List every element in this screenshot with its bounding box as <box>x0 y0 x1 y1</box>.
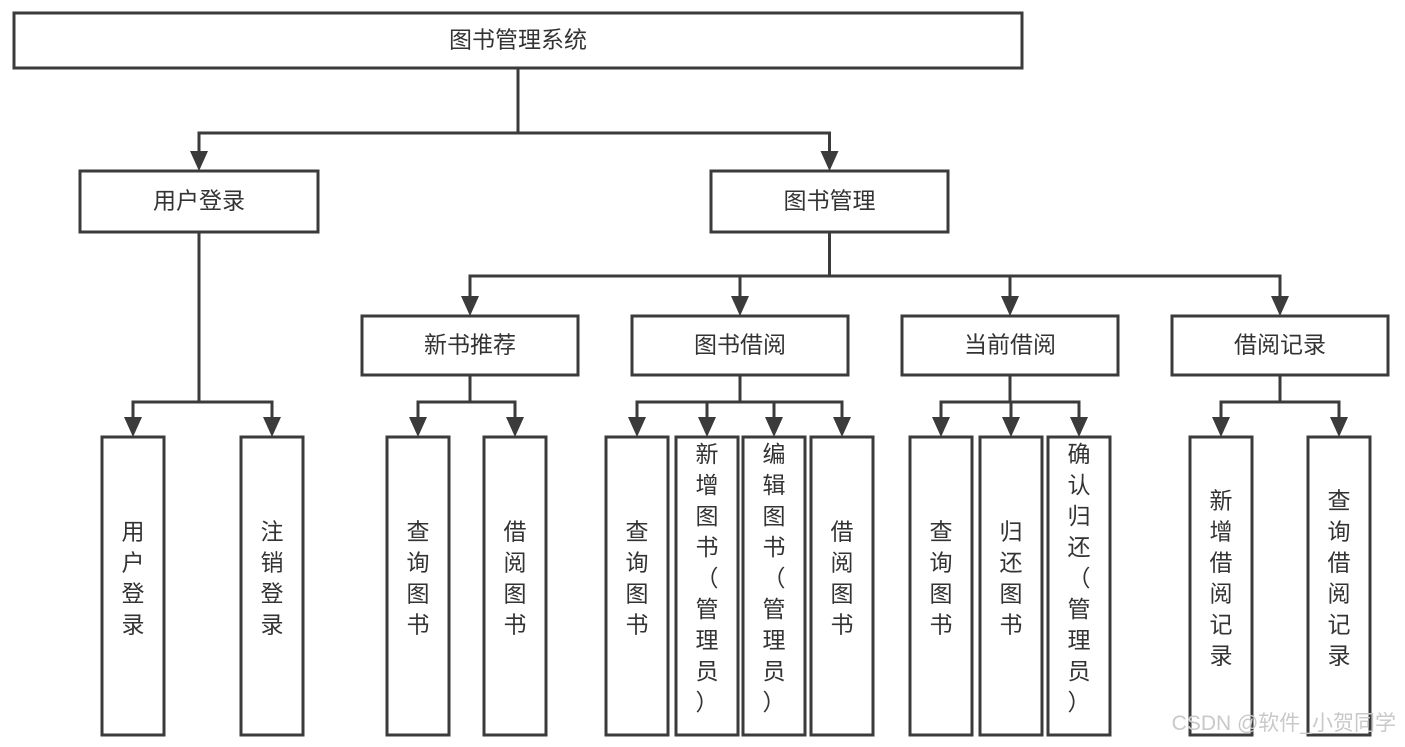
nodes-layer: 图书管理系统用户登录图书管理新书推荐图书借阅当前借阅借阅记录用户登录注销登录查询… <box>12 11 1390 737</box>
arrow-head-icon <box>1002 417 1020 437</box>
node-leaf-user-login[interactable]: 用户登录 <box>100 435 166 737</box>
node-leaf-query-book-1-box[interactable] <box>385 435 451 737</box>
node-leaf-borrow-book-2-box[interactable] <box>809 435 875 737</box>
node-book-borrow-box[interactable] <box>630 314 850 377</box>
node-root-label: 图书管理系统 <box>449 27 587 53</box>
arrow-head-icon <box>698 417 716 437</box>
arrow-head-icon <box>506 417 524 437</box>
node-leaf-add-book-box[interactable] <box>674 435 740 737</box>
node-leaf-query-book-2[interactable]: 查询图书 <box>604 435 670 737</box>
arrow-head-icon <box>765 417 783 437</box>
node-leaf-query-book-1-label: 查询图书 <box>407 519 430 638</box>
node-leaf-user-logout-box[interactable] <box>239 435 305 737</box>
node-leaf-query-book-3[interactable]: 查询图书 <box>908 435 974 737</box>
node-leaf-query-book-2-box[interactable] <box>604 435 670 737</box>
arrow-head-icon <box>1212 417 1230 437</box>
node-leaf-add-borrow-record[interactable]: 新增借阅记录 <box>1188 435 1254 737</box>
node-root[interactable]: 图书管理系统 <box>12 11 1024 70</box>
node-leaf-confirm-return-box[interactable] <box>1046 435 1112 737</box>
connectors-layer <box>124 66 1348 437</box>
node-book-management-label: 图书管理 <box>784 188 876 214</box>
node-leaf-query-borrow-record[interactable]: 查询借阅记录 <box>1306 435 1372 737</box>
node-user-login-box[interactable] <box>78 169 320 234</box>
node-leaf-confirm-return[interactable]: 确认归还（管理员） <box>1046 435 1112 737</box>
arrow-head-icon <box>409 417 427 437</box>
node-new-book-recommend-box[interactable] <box>360 314 580 377</box>
arrow-head-icon <box>833 417 851 437</box>
node-leaf-return-book[interactable]: 归还图书 <box>978 435 1044 737</box>
arrow-head-icon <box>731 296 749 316</box>
node-leaf-user-login-box[interactable] <box>100 435 166 737</box>
node-root-box[interactable] <box>12 11 1024 70</box>
node-new-book-recommend[interactable]: 新书推荐 <box>360 314 580 377</box>
node-leaf-add-book[interactable]: 新增图书（管理员） <box>674 435 740 737</box>
node-user-login-label: 用户登录 <box>153 188 245 214</box>
node-book-management[interactable]: 图书管理 <box>709 169 950 234</box>
node-leaf-edit-book-box[interactable] <box>741 435 807 737</box>
node-current-borrow-box[interactable] <box>900 314 1120 377</box>
node-leaf-query-borrow-record-label: 查询借阅记录 <box>1328 488 1351 669</box>
node-leaf-query-book-1[interactable]: 查询图书 <box>385 435 451 737</box>
node-new-book-recommend-label: 新书推荐 <box>424 332 516 358</box>
arrow-head-icon <box>1271 296 1289 316</box>
node-leaf-add-book-label: 新增图书（管理员） <box>696 441 719 715</box>
node-borrow-record[interactable]: 借阅记录 <box>1170 314 1390 377</box>
node-book-borrow[interactable]: 图书借阅 <box>630 314 850 377</box>
node-leaf-confirm-return-label: 确认归还（管理员） <box>1068 441 1091 715</box>
arrow-head-icon <box>461 296 479 316</box>
arrow-head-icon <box>1070 417 1088 437</box>
node-leaf-edit-book-label: 编辑图书（管理员） <box>763 441 786 715</box>
node-current-borrow-label: 当前借阅 <box>964 332 1056 358</box>
node-leaf-add-borrow-record-box[interactable] <box>1188 435 1254 737</box>
node-leaf-query-book-2-label: 查询图书 <box>626 519 649 638</box>
node-user-login[interactable]: 用户登录 <box>78 169 320 234</box>
arrow-head-icon <box>1001 296 1019 316</box>
node-leaf-query-book-3-label: 查询图书 <box>930 519 953 638</box>
arrow-head-icon <box>932 417 950 437</box>
node-current-borrow[interactable]: 当前借阅 <box>900 314 1120 377</box>
arrow-head-icon <box>820 151 839 171</box>
node-leaf-borrow-book-1[interactable]: 借阅图书 <box>482 435 548 737</box>
node-leaf-borrow-book-2-label: 借阅图书 <box>831 519 854 638</box>
node-leaf-add-borrow-record-label: 新增借阅记录 <box>1210 488 1233 669</box>
node-leaf-user-login-label: 用户登录 <box>122 519 145 638</box>
arrow-head-icon <box>1330 417 1348 437</box>
arrow-head-icon <box>628 417 646 437</box>
node-leaf-borrow-book-1-label: 借阅图书 <box>504 519 527 638</box>
node-leaf-borrow-book-2[interactable]: 借阅图书 <box>809 435 875 737</box>
node-leaf-return-book-box[interactable] <box>978 435 1044 737</box>
node-book-borrow-label: 图书借阅 <box>694 332 786 358</box>
node-leaf-query-borrow-record-box[interactable] <box>1306 435 1372 737</box>
node-leaf-query-book-3-box[interactable] <box>908 435 974 737</box>
arrow-head-icon <box>263 417 281 437</box>
node-book-management-box[interactable] <box>709 169 950 234</box>
arrow-head-icon <box>190 151 208 171</box>
node-borrow-record-box[interactable] <box>1170 314 1390 377</box>
node-leaf-return-book-label: 归还图书 <box>1000 519 1023 638</box>
node-leaf-user-logout-label: 注销登录 <box>261 519 284 638</box>
watermark-label: CSDN @软件_小贺同学 <box>1172 712 1396 735</box>
node-leaf-user-logout[interactable]: 注销登录 <box>239 435 305 737</box>
node-leaf-edit-book[interactable]: 编辑图书（管理员） <box>741 435 807 737</box>
node-leaf-borrow-book-1-box[interactable] <box>482 435 548 737</box>
arrow-head-icon <box>124 417 142 437</box>
node-borrow-record-label: 借阅记录 <box>1234 332 1326 358</box>
